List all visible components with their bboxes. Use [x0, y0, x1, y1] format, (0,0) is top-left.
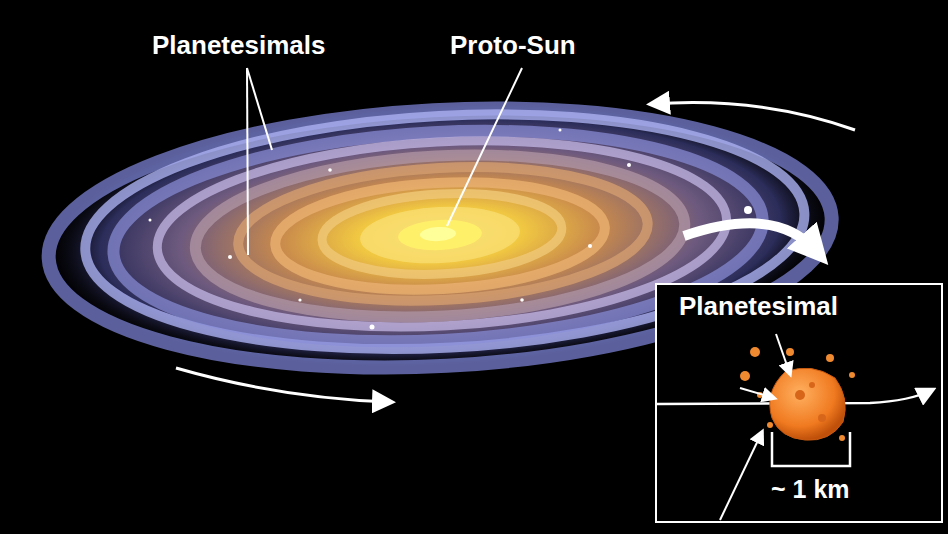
impact-arrow [776, 334, 790, 374]
zoom-arrow [684, 223, 815, 250]
impact-arrow [740, 388, 774, 398]
debris [740, 347, 855, 441]
inset-box: Planetesimal ~ 1 km [655, 283, 943, 523]
part-label: Planetesimals [152, 30, 325, 61]
dimension-label: ~ 1 km [771, 475, 850, 504]
rotation-arrow [176, 368, 390, 402]
size-bracket [772, 432, 850, 466]
part-label: Planetesimal [679, 291, 838, 322]
impact-arrow [720, 432, 762, 520]
leader-lines [247, 68, 522, 255]
rotation-arrow [652, 102, 855, 130]
planetesimal-body [770, 368, 845, 440]
part-label: Proto-Sun [450, 30, 576, 61]
crater-dots [795, 382, 826, 422]
inset-ground [655, 283, 943, 523]
